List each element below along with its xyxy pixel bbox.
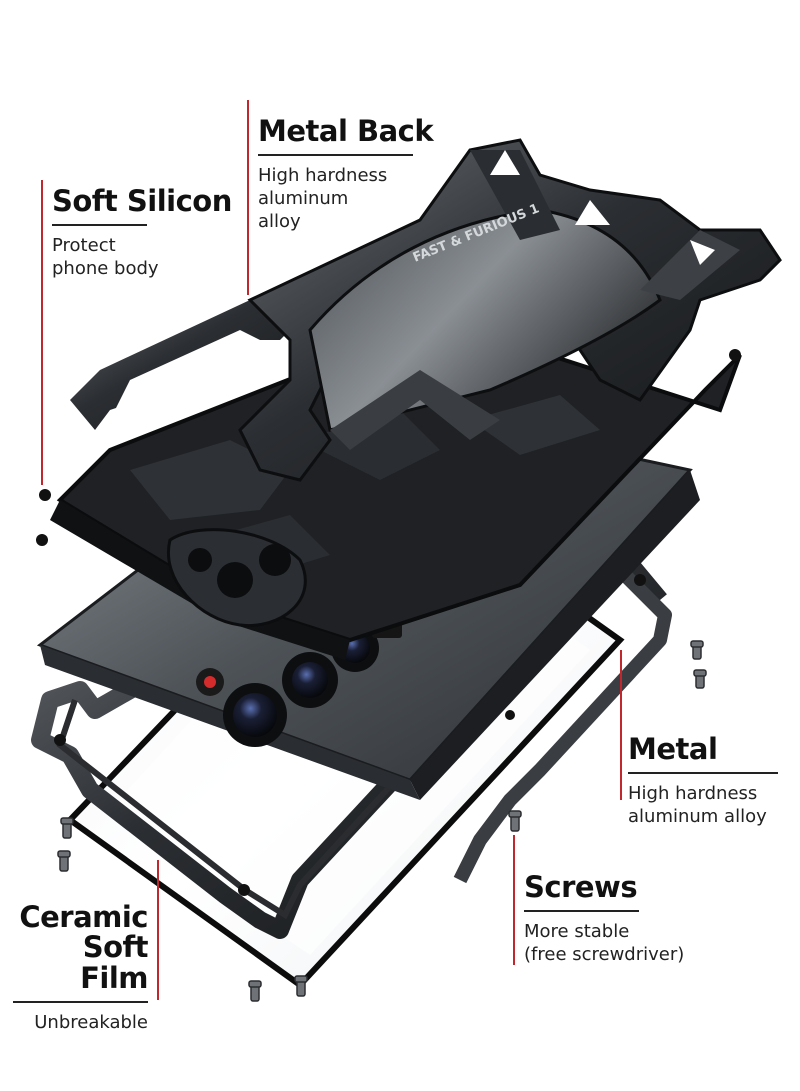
soft-silicon-leader-line [41, 180, 43, 485]
callout-title: Soft Silicon [52, 184, 232, 218]
screw-icon [508, 810, 522, 832]
screw-icon [60, 817, 74, 839]
callout-title: Metal [628, 732, 718, 766]
callout-title: Ceramic Soft Film [19, 900, 148, 995]
screws-group [57, 640, 707, 1002]
callout-description: High hardness aluminum alloy [258, 165, 388, 233]
callout-screws: Screws More stable (free screwdriver) [524, 872, 754, 966]
callout-title: Metal Back [258, 114, 434, 148]
callout-ceramic-film: Ceramic Soft Film Unbreakable [8, 900, 149, 1034]
screw-icon [693, 669, 707, 689]
screws-leader-line [513, 835, 515, 965]
divider [524, 910, 639, 913]
callout-description: Unbreakable [34, 1012, 148, 1034]
screw-icon [294, 975, 308, 997]
screw-icon [690, 640, 704, 660]
callout-description: High hardness aluminum alloy [628, 783, 767, 828]
callout-title: Screws [524, 870, 638, 904]
screw-icon [248, 980, 262, 1002]
divider [52, 224, 147, 227]
divider [258, 154, 413, 157]
metal-leader-line [620, 650, 622, 800]
divider [628, 772, 778, 775]
ceramic-film-leader-line [157, 860, 159, 1000]
screw-icon [57, 850, 71, 872]
callout-soft-silicon: Soft Silicon Protect phone body [52, 186, 242, 280]
callout-metal-back: Metal Back High hardness aluminum alloy [258, 116, 458, 233]
callout-metal: Metal High hardness aluminum alloy [628, 734, 798, 828]
silicone-case-layer [36, 317, 742, 660]
callout-description: Protect phone body [52, 235, 159, 280]
callout-description: More stable (free screwdriver) [524, 921, 685, 966]
metal-back-leader-line [247, 100, 249, 295]
divider [13, 1001, 148, 1004]
metal-back-plate: FAST & FURIOUS 1 [70, 138, 782, 482]
